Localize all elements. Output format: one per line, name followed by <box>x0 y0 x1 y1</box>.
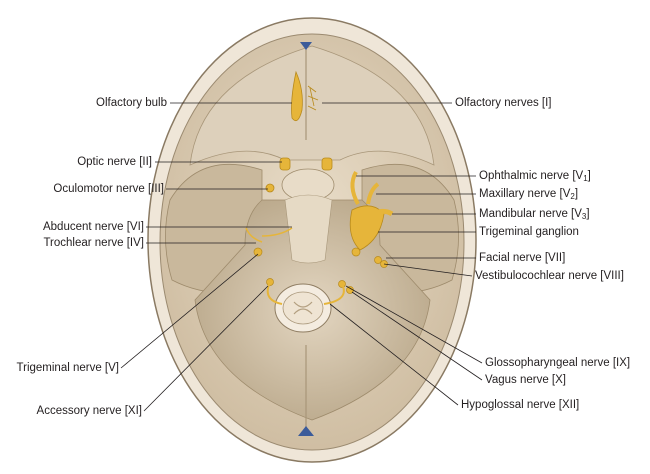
cranial-nerve-stubs <box>253 247 388 294</box>
label-mandibular-nerve: Mandibular nerve [V3] <box>479 208 590 221</box>
label-vagus-nerve: Vagus nerve [X] <box>485 374 566 386</box>
label-trigeminal-ganglion: Trigeminal ganglion <box>479 226 579 238</box>
confluence-marker <box>298 426 314 436</box>
label-optic-nerve: Optic nerve [II] <box>77 156 152 168</box>
label-trigeminal-nerve: Trigeminal nerve [V] <box>16 362 119 374</box>
label-oculomotor-nerve: Oculomotor nerve [III] <box>53 183 164 195</box>
label-vestibulocochlear-nerve: Vestibulocochlear nerve [VIII] <box>475 270 624 282</box>
accessory-nerve-course-left <box>266 281 283 305</box>
trigeminal-ganglion-shape <box>349 205 385 251</box>
abducent-nerve-course <box>261 227 293 237</box>
label-glossopharyngeal-nerve: Glossopharyngeal nerve [IX] <box>485 357 631 369</box>
label-maxillary-nerve: Maxillary nerve [V2] <box>479 188 579 201</box>
olfactory-bulb-shape <box>291 70 303 122</box>
label-trochlear-nerve: Trochlear nerve [IV] <box>43 237 144 249</box>
clivus <box>284 194 333 264</box>
label-olfactory-bulb: Olfactory bulb <box>96 97 167 109</box>
oculomotor-nerve-stub <box>265 183 275 193</box>
anterior-cranial-fossa <box>189 45 435 166</box>
label-accessory-nerve: Accessory nerve [XI] <box>36 405 142 417</box>
label-hypoglossal-nerve: Hypoglossal nerve [XII] <box>461 399 580 411</box>
olfactory-nerve-fibres <box>307 85 319 111</box>
label-ophthalmic-nerve: Ophthalmic nerve [V1] <box>479 170 591 183</box>
spinal-cord-grey-matter <box>293 301 313 315</box>
label-abducent-nerve: Abducent nerve [VI] <box>42 221 144 233</box>
maxillary-nerve-shape <box>366 182 380 205</box>
accessory-nerve-course-right <box>323 283 345 305</box>
label-olfactory-nerves: Olfactory nerves [I] <box>455 97 552 109</box>
leader-lines <box>120 102 483 412</box>
trochlear-nerve-course <box>245 227 263 243</box>
spinal-cord <box>282 291 324 325</box>
optic-nerve-right <box>321 157 333 171</box>
superior-sagittal-sinus-marker <box>300 42 312 50</box>
optic-nerve-left <box>279 157 291 171</box>
label-facial-nerve: Facial nerve [VII] <box>479 252 566 264</box>
ophthalmic-nerve-shape <box>350 171 360 205</box>
mandibular-nerve-shape <box>377 208 394 217</box>
